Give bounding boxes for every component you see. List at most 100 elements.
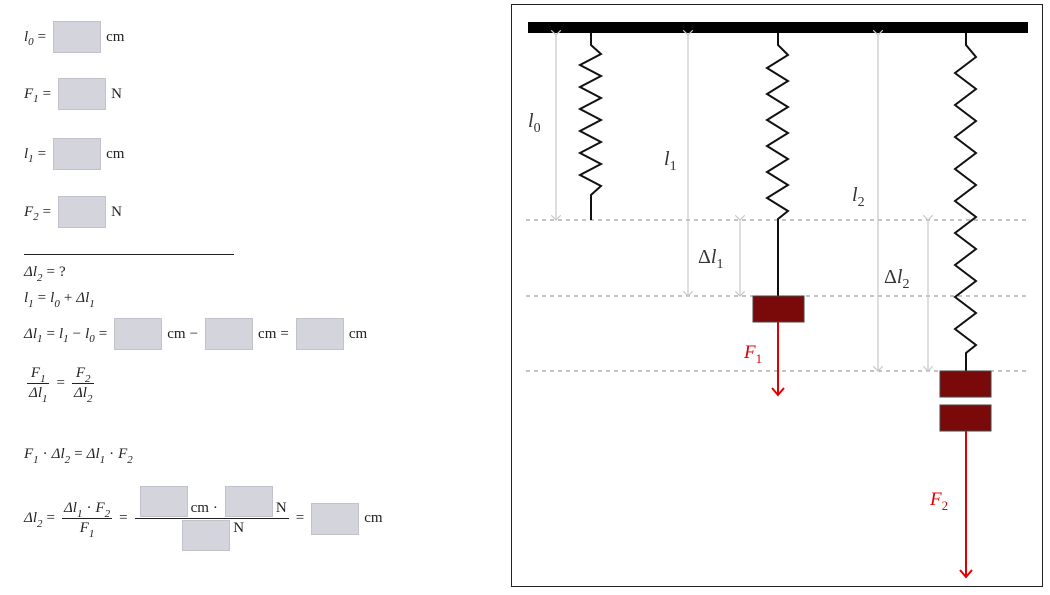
subscript: 1: [76, 508, 83, 520]
equals-sign: =: [42, 203, 52, 220]
F-symbol: F: [118, 446, 128, 462]
l1-subscript: 1: [28, 153, 34, 165]
equals-sign: =: [74, 446, 83, 462]
equals-sign: =: [37, 28, 47, 45]
force-arrowhead-F2: [959, 569, 973, 579]
subscript: 0: [89, 333, 95, 345]
unit-N: N: [275, 500, 287, 516]
spring-unloaded: [577, 33, 604, 220]
dl1-l0-input[interactable]: [205, 318, 254, 350]
F2-symbol: F: [24, 203, 34, 220]
subscript: 2: [127, 453, 133, 466]
dot-operator: ·: [42, 446, 48, 462]
l-symbol: l: [50, 290, 55, 306]
ceiling-bar: [528, 22, 1028, 33]
F2-unit: N: [111, 203, 122, 220]
l-symbol: l: [95, 446, 100, 462]
subscript: 2: [104, 508, 111, 520]
fraction-bar: [71, 383, 95, 384]
dl1-result-input[interactable]: [295, 318, 344, 350]
unit-cm: cm: [167, 325, 186, 342]
label-F2: F2: [929, 489, 948, 513]
subscript: 1: [28, 297, 34, 310]
label-dl1: Δl1: [698, 246, 723, 272]
spring-diagram-svg: l0 l1 l2 Δl1 Δl2 F1 F2: [526, 22, 1028, 579]
F-symbol: F: [79, 520, 89, 536]
l0-input[interactable]: [53, 21, 102, 53]
F1-symbol: F: [24, 85, 34, 102]
fraction-bar: [61, 518, 113, 519]
delta-symbol: Δ: [29, 385, 38, 401]
dot-operator: ·: [86, 500, 92, 516]
delta-symbol: Δ: [63, 500, 73, 516]
final-result-input[interactable]: [311, 502, 360, 535]
equals-sign: =: [56, 375, 65, 391]
subscript: 1: [89, 297, 95, 310]
equals-sign: =: [46, 325, 55, 342]
unit-cm: cm: [258, 325, 277, 342]
F2-input[interactable]: [58, 196, 107, 228]
l0-unit: cm: [106, 28, 125, 45]
fraction-F1-dl1: F1 Δl1: [27, 365, 50, 405]
l-symbol: l: [32, 510, 37, 526]
subscript: 2: [36, 517, 43, 530]
subscript: 1: [36, 333, 43, 345]
F1-input[interactable]: [58, 78, 107, 110]
subscript: 1: [99, 453, 106, 466]
l-symbol: l: [60, 446, 65, 462]
final-F1-input[interactable]: [182, 520, 231, 551]
minus-sign: −: [189, 325, 199, 342]
F1-subscript: 1: [33, 93, 39, 105]
subscript: 2: [85, 373, 91, 385]
fraction-bar: [27, 383, 50, 384]
final-F2-input[interactable]: [224, 486, 273, 517]
dl1-l1-input[interactable]: [114, 318, 163, 350]
l-symbol: l: [85, 325, 90, 342]
delta-symbol: Δ: [51, 446, 61, 462]
F1-unit: N: [111, 85, 122, 102]
l-symbol: l: [32, 264, 37, 280]
l1-unit: cm: [106, 145, 125, 162]
equals-sign: =: [42, 85, 52, 102]
equals-sign: =: [119, 510, 128, 526]
weight-F2-top: [939, 370, 992, 398]
l-symbol: l: [37, 385, 42, 401]
l-symbol: l: [24, 290, 29, 306]
final-dl1-input[interactable]: [139, 486, 188, 517]
equals-sign: =: [37, 290, 47, 306]
force-arrowhead-F1: [771, 387, 785, 397]
F2-subscript: 2: [33, 211, 39, 223]
unit-cm: cm: [364, 510, 383, 526]
l0-symbol: l: [24, 28, 29, 45]
spring-diagram: l0 l1 l2 Δl1 Δl2 F1 F2: [511, 4, 1043, 587]
l-symbol: l: [32, 325, 37, 342]
minus-sign: −: [72, 325, 82, 342]
subscript: 1: [40, 373, 46, 385]
fraction-formula: Δl1·F2 F1: [61, 500, 113, 540]
equals-sign: =: [37, 145, 47, 162]
l1-symbol: l: [24, 145, 29, 162]
F-symbol: F: [24, 446, 34, 462]
subscript: 1: [63, 333, 69, 345]
subscript: 0: [54, 297, 60, 310]
fraction-numeric: cm · N N: [134, 486, 289, 551]
l1-input[interactable]: [53, 138, 102, 170]
label-dl2: Δl2: [884, 266, 909, 292]
equals-sign: =: [280, 325, 289, 342]
l-symbol: l: [85, 290, 90, 306]
label-l1: l1: [664, 148, 677, 174]
subscript: 2: [36, 271, 43, 284]
delta-symbol: Δ: [24, 264, 33, 280]
label-F1: F1: [743, 342, 762, 366]
delta-symbol: Δ: [24, 510, 33, 526]
label-l2: l2: [852, 184, 865, 210]
l-symbol: l: [72, 500, 77, 516]
ratio-row: F1 Δl1 = F2 Δl2: [24, 365, 97, 405]
unit-cm: cm: [348, 325, 368, 342]
unit-N: N: [233, 520, 245, 536]
F-symbol: F: [75, 365, 86, 381]
